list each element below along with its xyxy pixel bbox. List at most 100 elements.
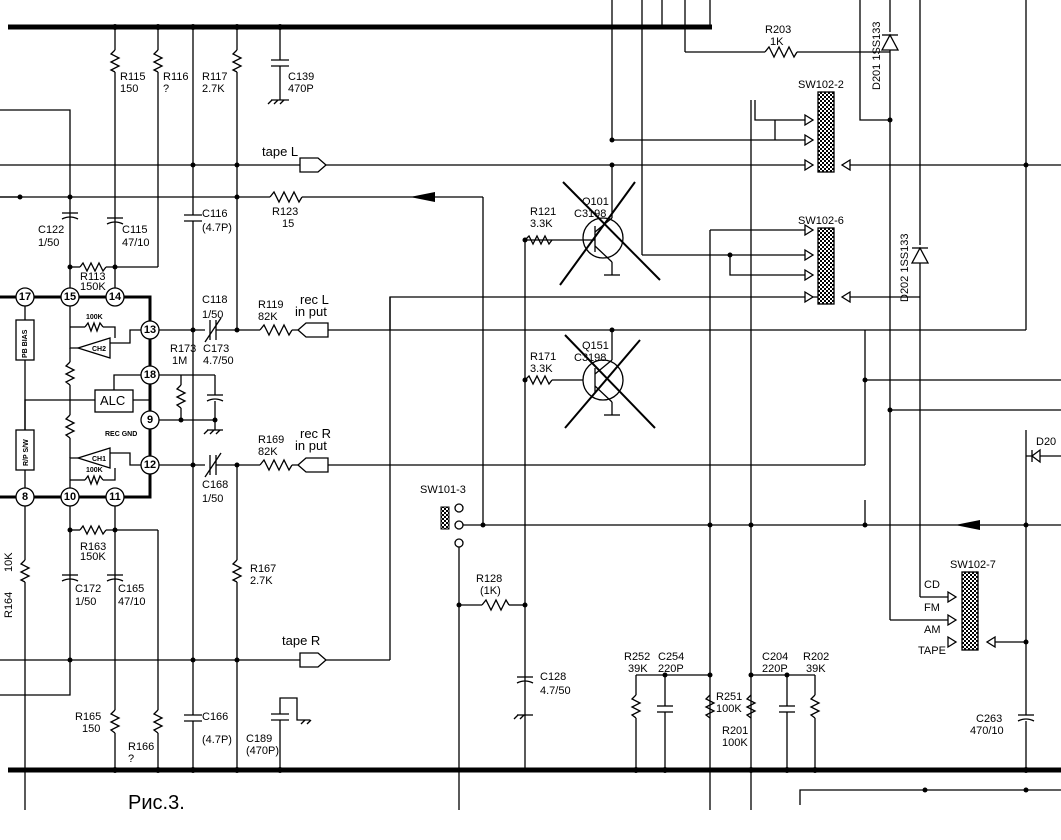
svg-text:(4.7P): (4.7P) [202, 222, 232, 234]
svg-text:10: 10 [64, 491, 76, 503]
svg-text:2.7K: 2.7K [250, 575, 273, 587]
svg-text:1K: 1K [770, 36, 784, 48]
svg-text:R164: R164 [3, 592, 15, 618]
svg-text:39K: 39K [628, 663, 648, 675]
svg-text:SW102-6: SW102-6 [798, 215, 844, 227]
svg-text:C122: C122 [38, 224, 64, 236]
svg-text:R116: R116 [163, 71, 188, 83]
svg-text:C189: C189 [246, 733, 272, 745]
svg-text:C263: C263 [976, 713, 1002, 725]
svg-text:150K: 150K [80, 551, 106, 563]
d202-diode [910, 246, 930, 264]
opamp-ch2 [75, 337, 111, 359]
q151-cross [564, 334, 656, 429]
q101-transistor [582, 217, 624, 259]
svg-text:CH1: CH1 [92, 456, 106, 463]
svg-text:Q101: Q101 [582, 196, 609, 208]
svg-text:R171: R171 [530, 351, 556, 363]
svg-text:100K: 100K [716, 703, 742, 715]
svg-text:D20: D20 [1036, 436, 1056, 448]
svg-text:ALC: ALC [100, 393, 125, 408]
svg-text:R165: R165 [75, 711, 101, 723]
svg-text:10K: 10K [3, 552, 15, 572]
pb-bias-block [15, 319, 35, 361]
ic-pins: 17 15 14 13 18 9 12 8 10 11 [15, 287, 160, 507]
svg-text:R252: R252 [624, 651, 650, 663]
svg-text:R113: R113 [80, 271, 105, 283]
svg-text:3.3K: 3.3K [530, 363, 553, 375]
tape-l-arrow [299, 157, 327, 173]
q101-cross [562, 181, 661, 281]
svg-text:CH2: CH2 [92, 346, 106, 353]
d201-diode [880, 33, 900, 51]
svg-text:C168: C168 [202, 479, 228, 491]
svg-text:R173: R173 [170, 343, 196, 355]
svg-text:4.7/50: 4.7/50 [203, 355, 234, 367]
svg-text:R121: R121 [530, 206, 556, 218]
svg-text:1/50: 1/50 [75, 596, 96, 608]
svg-text:C165: C165 [118, 583, 144, 595]
svg-text:D201 1SS133: D201 1SS133 [871, 22, 883, 91]
svg-text:(4.7P): (4.7P) [202, 734, 232, 746]
svg-text:TAPE: TAPE [918, 645, 946, 657]
svg-text:C3198: C3198 [574, 208, 606, 220]
svg-text:CD: CD [924, 579, 940, 591]
svg-text:R203: R203 [765, 24, 791, 36]
svg-text:15: 15 [282, 218, 294, 230]
svg-text:SW102-7: SW102-7 [950, 559, 996, 571]
svg-text:PB BIAS: PB BIAS [22, 329, 29, 358]
svg-text:R128: R128 [476, 573, 502, 585]
rec-l-arrow [297, 322, 329, 338]
sw101-3-switch [440, 506, 450, 530]
svg-text:150K: 150K [80, 281, 106, 293]
svg-text:rec R: rec R [300, 426, 331, 441]
svg-text:470/10: 470/10 [970, 725, 1004, 737]
svg-text:AM: AM [924, 624, 941, 636]
svg-text:R117: R117 [202, 71, 227, 83]
svg-text:(470P): (470P) [246, 745, 279, 757]
svg-text:220P: 220P [762, 663, 788, 675]
svg-text:11: 11 [109, 491, 121, 503]
svg-text:9: 9 [147, 414, 153, 426]
sw102-6-switch [817, 227, 835, 305]
svg-text:?: ? [163, 83, 169, 95]
svg-text:100K: 100K [722, 737, 748, 749]
svg-text:Q151: Q151 [582, 340, 609, 352]
svg-text:2.7K: 2.7K [202, 83, 225, 95]
svg-text:12: 12 [144, 459, 156, 471]
svg-text:tape R: tape R [282, 633, 320, 648]
svg-text:R201: R201 [722, 725, 748, 737]
svg-text:C172: C172 [75, 583, 101, 595]
svg-text:13: 13 [144, 324, 156, 336]
svg-text:4.7/50: 4.7/50 [540, 685, 571, 697]
svg-text:C128: C128 [540, 671, 566, 683]
svg-text:C204: C204 [762, 651, 788, 663]
svg-text:1/50: 1/50 [38, 237, 59, 249]
svg-text:rec L: rec L [300, 292, 329, 307]
svg-text:1/50: 1/50 [202, 493, 223, 505]
svg-text:8: 8 [22, 491, 28, 503]
svg-text:C115: C115 [122, 224, 147, 236]
svg-text:R202: R202 [803, 651, 829, 663]
figure-caption: Рис.3. [128, 792, 185, 814]
svg-text:C3198: C3198 [574, 352, 606, 364]
svg-text:17: 17 [19, 291, 31, 303]
svg-text:470P: 470P [288, 83, 314, 95]
svg-text:C254: C254 [658, 651, 684, 663]
svg-text:82K: 82K [258, 446, 278, 458]
tape-r-arrow [299, 652, 327, 668]
svg-text:R163: R163 [80, 541, 106, 553]
svg-text:C166: C166 [202, 711, 228, 723]
svg-text:C116: C116 [202, 208, 227, 220]
svg-text:R123: R123 [272, 206, 298, 218]
svg-text:R169: R169 [258, 434, 284, 446]
svg-text:47/10: 47/10 [122, 237, 150, 249]
svg-text:SW101-3: SW101-3 [420, 484, 466, 496]
svg-text:C139: C139 [288, 71, 314, 83]
rec-r-arrow [297, 457, 329, 473]
opamp-ch1 [75, 447, 111, 469]
svg-text:82K: 82K [258, 311, 278, 323]
svg-text:18: 18 [144, 369, 156, 381]
svg-text:220P: 220P [658, 663, 684, 675]
